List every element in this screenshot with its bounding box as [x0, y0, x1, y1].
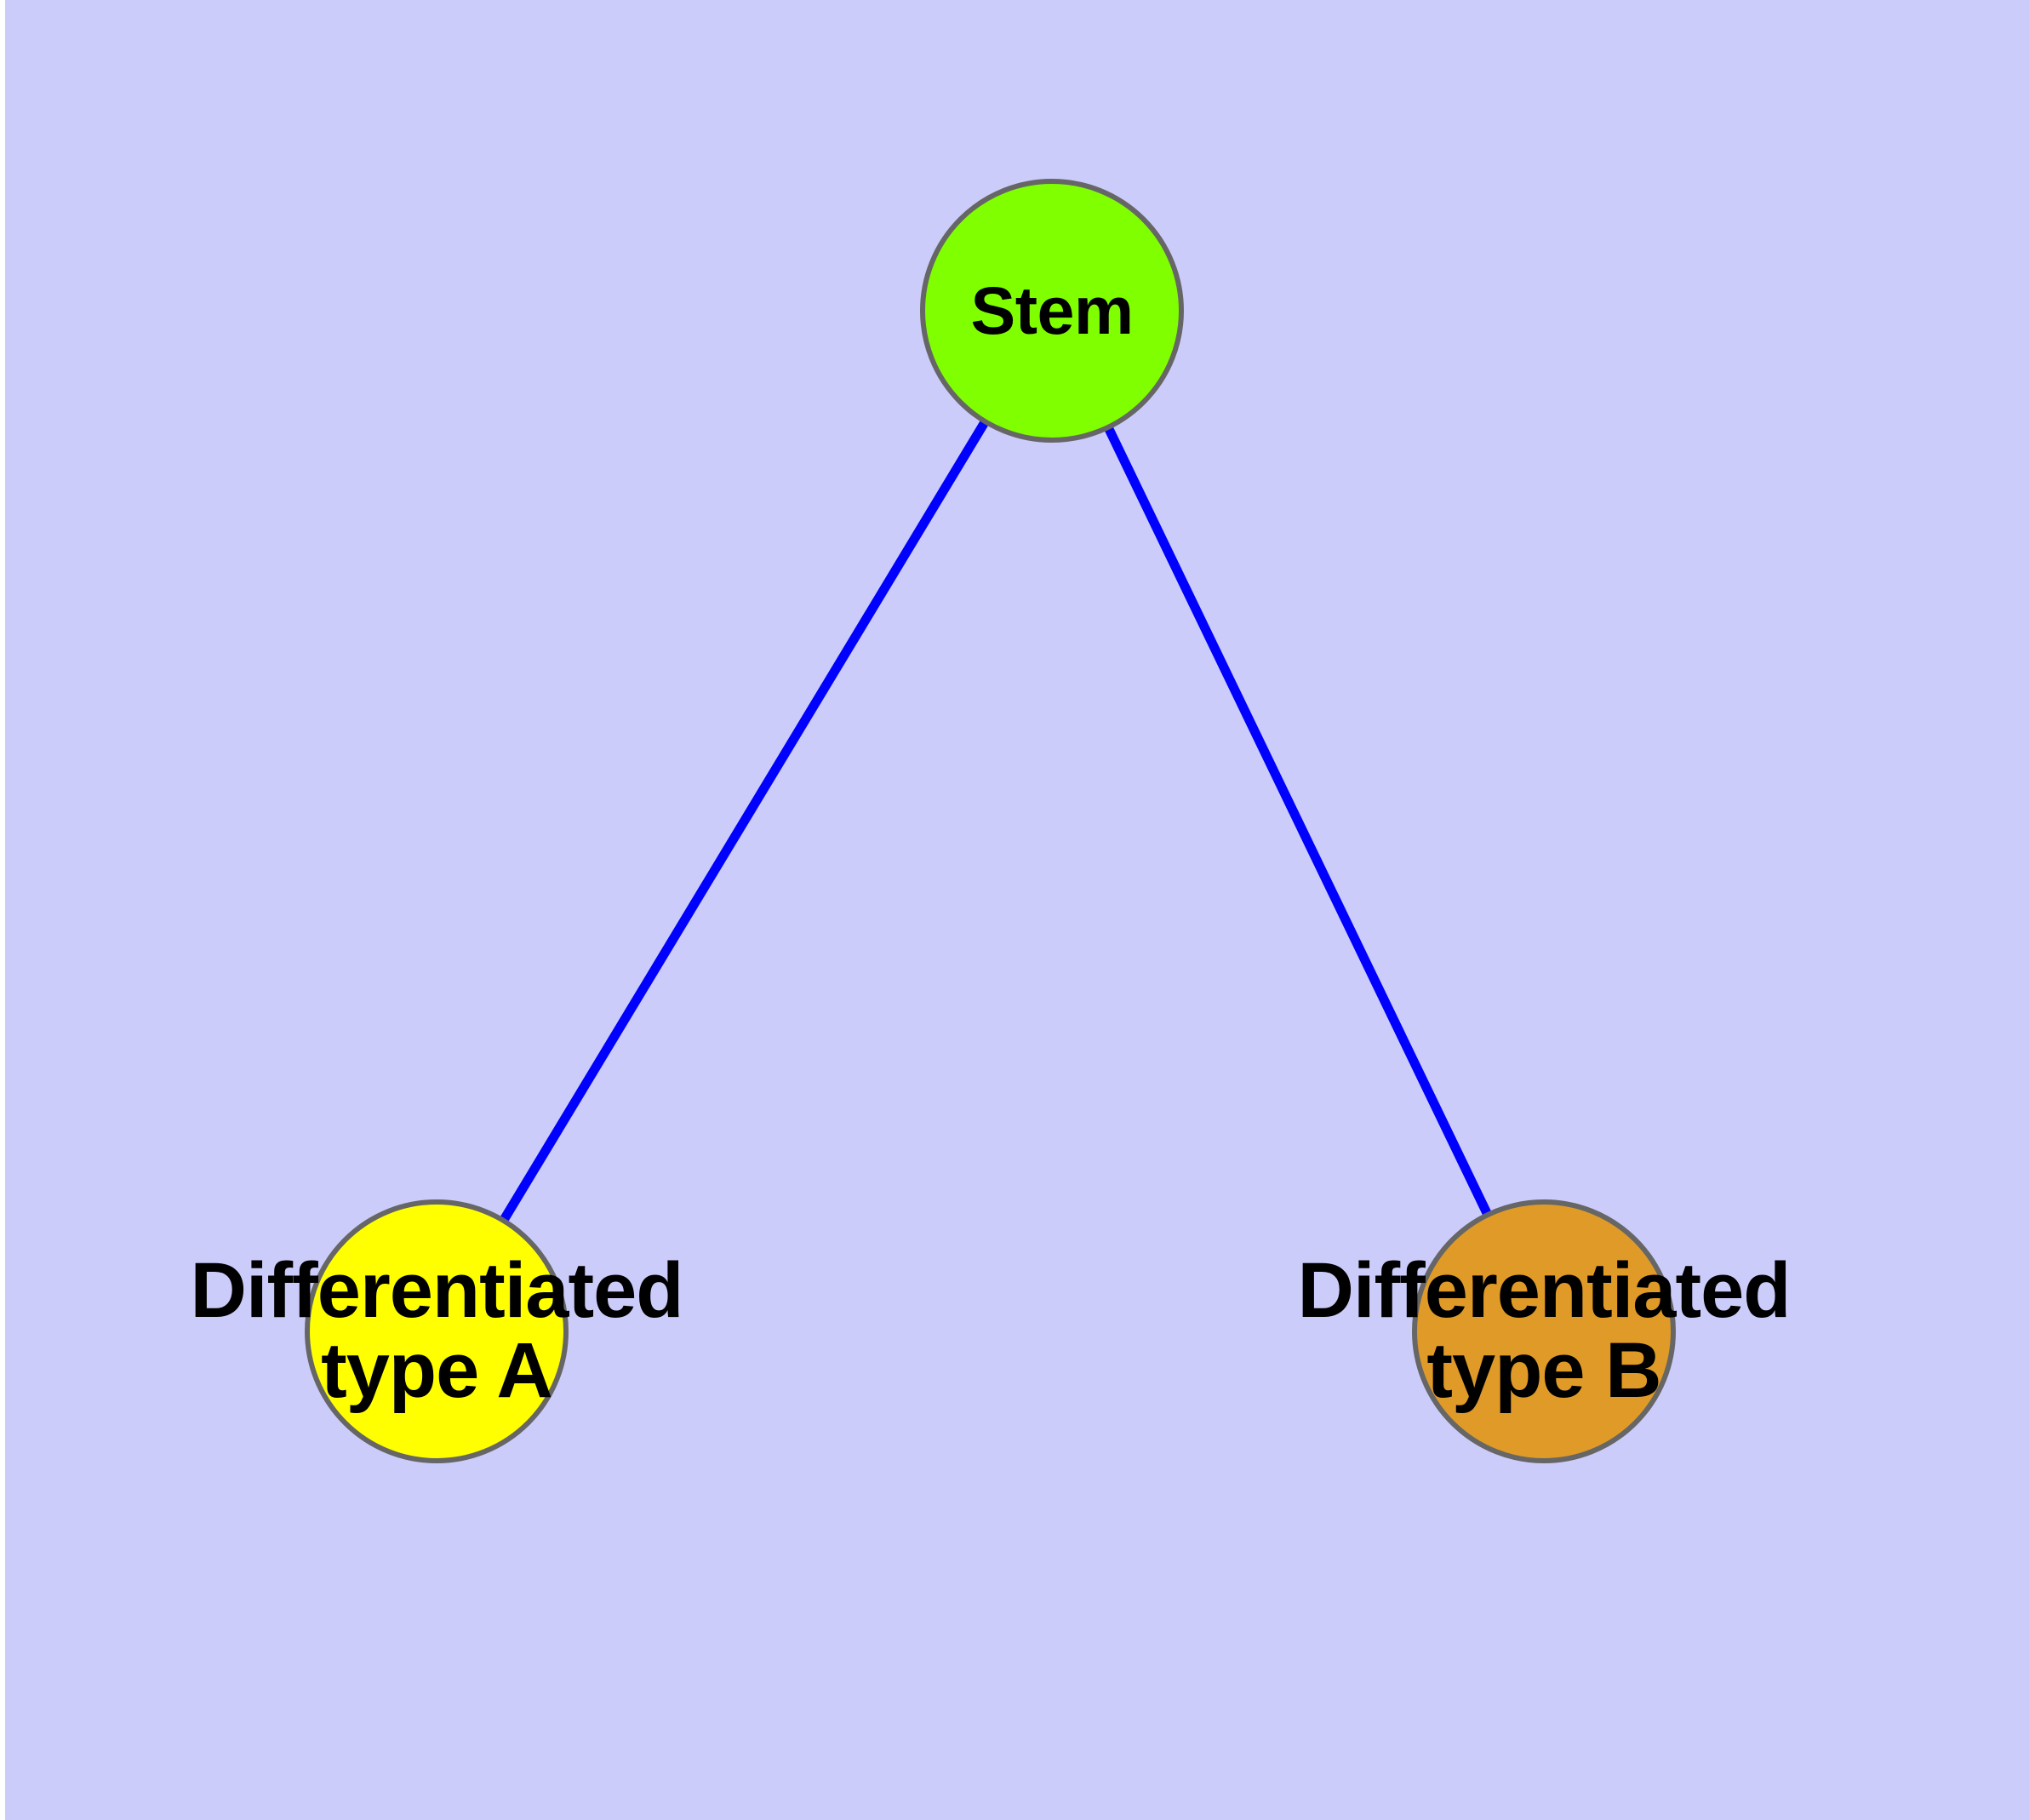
graph-node-diff_b[interactable] [1412, 1199, 1676, 1463]
graph-edge[interactable] [1102, 421, 1494, 1221]
graph-edge[interactable] [497, 415, 992, 1227]
nodes-layer [305, 179, 1676, 1463]
edges-layer [497, 415, 1494, 1227]
graph-node-diff_a[interactable] [305, 1199, 569, 1463]
graph-node-stem[interactable] [920, 179, 1184, 443]
